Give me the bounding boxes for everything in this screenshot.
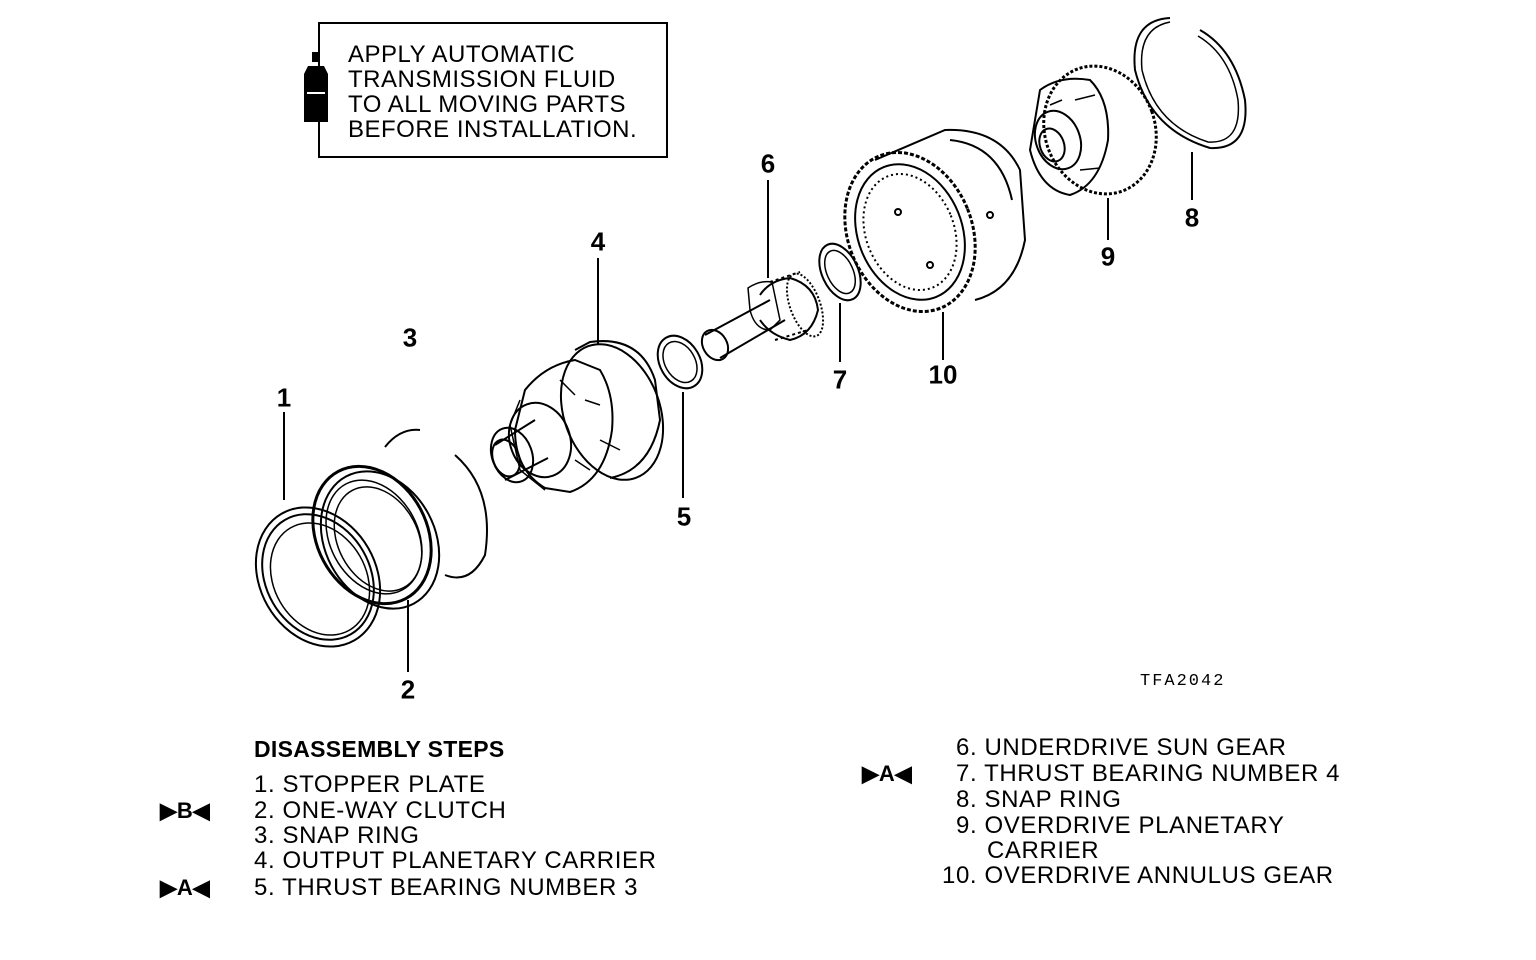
atf-note-box: APPLY AUTOMATIC TRANSMISSION FLUID TO AL… — [304, 22, 668, 158]
stopper-plate-part — [254, 506, 382, 648]
snap-ring-3-part — [384, 428, 488, 579]
step-item: 8. SNAP RING — [956, 786, 1122, 813]
step-item: 1. STOPPER PLATE — [254, 771, 486, 798]
output-planetary-carrier-part — [489, 340, 665, 494]
callout-1: 1 — [276, 382, 292, 413]
step-item: 2. ONE-WAY CLUTCH — [254, 797, 507, 824]
step-item: 5. THRUST BEARING NUMBER 3 — [254, 874, 639, 901]
callout-5: 5 — [676, 501, 692, 532]
steps-title: DISASSEMBLY STEPS — [254, 736, 505, 762]
service-marker-b: ▶B◀ — [160, 798, 210, 823]
callout-3: 3 — [402, 322, 418, 353]
step-item: 10. OVERDRIVE ANNULUS GEAR — [942, 862, 1334, 889]
thrust-bearing-3-part — [656, 334, 704, 390]
one-way-clutch-part — [311, 464, 441, 610]
step-item: 3. SNAP RING — [254, 822, 420, 849]
service-marker-a: ▶A◀ — [160, 875, 210, 900]
callout-10: 10 — [928, 359, 958, 390]
step-item: 7. THRUST BEARING NUMBER 4 — [956, 760, 1341, 787]
step-item-continued: CARRIER — [987, 837, 1100, 864]
callout-2: 2 — [400, 674, 416, 705]
service-marker-a: ▶A◀ — [862, 761, 912, 786]
atf-note-text: APPLY AUTOMATIC TRANSMISSION FLUID TO AL… — [348, 41, 638, 143]
callout-4: 4 — [590, 226, 606, 257]
oil-bottle-icon — [304, 52, 328, 122]
snap-ring-8-part — [1133, 17, 1247, 150]
step-item: 4. OUTPUT PLANETARY CARRIER — [254, 847, 657, 874]
overdrive-planetary-carrier-part — [1028, 64, 1158, 197]
callout-9: 9 — [1100, 241, 1116, 272]
step-item: 6. UNDERDRIVE SUN GEAR — [956, 734, 1287, 761]
callout-6: 6 — [760, 148, 776, 179]
underdrive-sun-gear-part — [700, 271, 825, 362]
step-item: 9. OVERDRIVE PLANETARY — [956, 812, 1285, 839]
leader-lines — [283, 152, 1193, 672]
overdrive-annulus-gear-part — [843, 128, 1027, 313]
figure-code: TFA2042 — [1140, 672, 1226, 691]
callout-7: 7 — [832, 364, 848, 395]
callout-8: 8 — [1184, 202, 1200, 233]
